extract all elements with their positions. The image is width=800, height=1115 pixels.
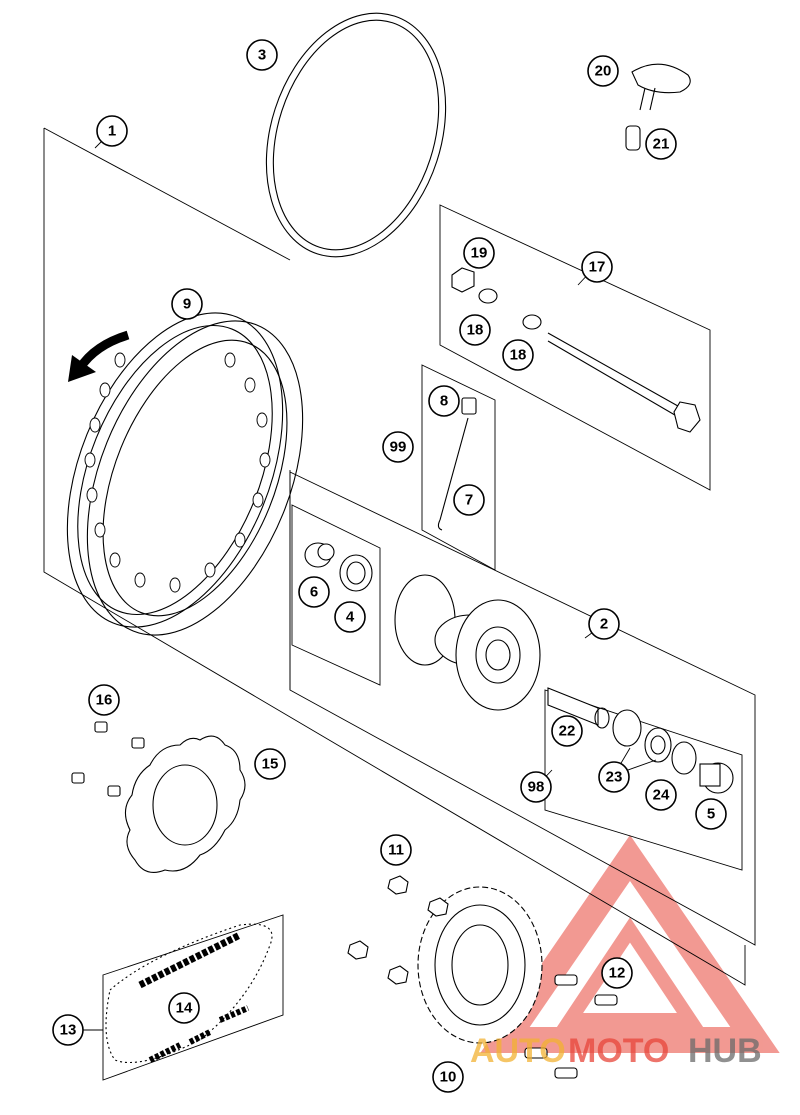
- assembly-frame-17-axle: [439, 204, 711, 491]
- brake-disc-part: [124, 735, 246, 873]
- svg-text:20: 20: [595, 63, 612, 80]
- svg-text:13: 13: [60, 1022, 77, 1039]
- spacer-part-5: [699, 762, 734, 794]
- chain-part: [105, 923, 273, 1063]
- circlip-part-24: [671, 741, 697, 775]
- svg-text:HUB: HUB: [688, 1032, 762, 1070]
- svg-text:10: 10: [440, 1069, 457, 1086]
- svg-text:23: 23: [606, 769, 623, 786]
- callout-23: 23: [598, 761, 630, 793]
- svg-text:19: 19: [471, 245, 488, 262]
- svg-text:24: 24: [653, 787, 670, 804]
- callout-13: 13: [52, 1014, 84, 1046]
- rotation-direction-arrow-icon: [68, 330, 130, 382]
- callout-7: 7: [453, 484, 485, 516]
- sprocket-nut-set: [347, 875, 449, 985]
- svg-text:21: 21: [653, 136, 670, 153]
- callout-18b: 18: [502, 339, 534, 371]
- callout-21: 21: [645, 128, 677, 160]
- callout-99: 99: [382, 431, 414, 463]
- callout-4: 4: [334, 601, 366, 633]
- callout-9: 9: [171, 288, 203, 320]
- callout-22: 22: [551, 715, 583, 747]
- spoke-nipple-part: [461, 397, 477, 415]
- callout-8: 8: [428, 385, 460, 417]
- svg-text:4: 4: [346, 609, 355, 626]
- svg-text:AUTO: AUTO: [470, 1032, 566, 1070]
- svg-text:18: 18: [510, 347, 527, 364]
- callout-5: 5: [695, 798, 727, 830]
- callout-3: 3: [246, 39, 278, 71]
- callout-16: 16: [88, 684, 120, 716]
- sprocket-bolt-set: [524, 974, 618, 1079]
- bearing-part-23: [612, 709, 672, 763]
- rim-tape-ring: [265, 12, 447, 258]
- svg-text:1: 1: [108, 123, 116, 140]
- callout-24: 24: [645, 779, 677, 811]
- callout-20: 20: [587, 55, 619, 87]
- svg-text:17: 17: [589, 259, 606, 276]
- svg-text:99: 99: [390, 439, 407, 456]
- svg-text:7: 7: [465, 492, 473, 509]
- svg-text:14: 14: [176, 1000, 193, 1017]
- callout-2: 2: [588, 608, 620, 640]
- svg-text:2: 2: [600, 616, 608, 633]
- callout-19: 19: [463, 237, 495, 269]
- svg-text:8: 8: [440, 393, 448, 410]
- callout-98: 98: [520, 771, 552, 803]
- callout-1: 1: [96, 115, 128, 147]
- svg-text:98: 98: [528, 779, 545, 796]
- spoke-part: [437, 417, 469, 531]
- watermark-logo: [480, 835, 780, 1053]
- svg-text:15: 15: [262, 756, 279, 773]
- svg-text:16: 16: [96, 692, 113, 709]
- spacer-part-6: [304, 542, 335, 568]
- wheel-hub-part: [394, 574, 541, 711]
- svg-text:12: 12: [609, 965, 626, 982]
- callout-12: 12: [601, 957, 633, 989]
- svg-text:5: 5: [707, 806, 715, 823]
- disc-bolt-set: [71, 721, 145, 797]
- assembly-frame-98: [544, 689, 743, 871]
- svg-text:18: 18: [467, 322, 484, 339]
- svg-text:11: 11: [388, 842, 404, 859]
- bearing-part-4: [339, 554, 373, 592]
- callout-10: 10: [432, 1061, 464, 1093]
- callout-11: 11: [380, 834, 412, 866]
- valve-insert-part: [625, 125, 641, 151]
- chain-link-part: [188, 1029, 212, 1045]
- valve-cap-part: [631, 63, 691, 111]
- callout-18a: 18: [459, 314, 491, 346]
- svg-text:MOTO: MOTO: [568, 1032, 669, 1070]
- svg-text:9: 9: [183, 296, 191, 313]
- watermark-text: AUTO MOTO HUB: [470, 1032, 762, 1070]
- callout-14: 14: [168, 992, 200, 1024]
- rim-wheel: [66, 312, 304, 636]
- circlip-ring: [594, 707, 610, 729]
- sprocket-part: [417, 886, 543, 1044]
- svg-text:3: 3: [258, 47, 266, 64]
- callout-6: 6: [298, 576, 330, 608]
- assembly-frame-13-chain: [102, 914, 284, 1081]
- spacer-sleeve-part-22: [547, 687, 599, 726]
- svg-text:6: 6: [310, 584, 318, 601]
- assembly-frame-99-spoke: [421, 364, 496, 571]
- callout-17: 17: [581, 251, 613, 283]
- callout-15: 15: [254, 748, 286, 780]
- svg-text:22: 22: [559, 723, 576, 740]
- axle-assembly: [451, 267, 701, 433]
- assembly-frame-2-hub: [289, 471, 756, 946]
